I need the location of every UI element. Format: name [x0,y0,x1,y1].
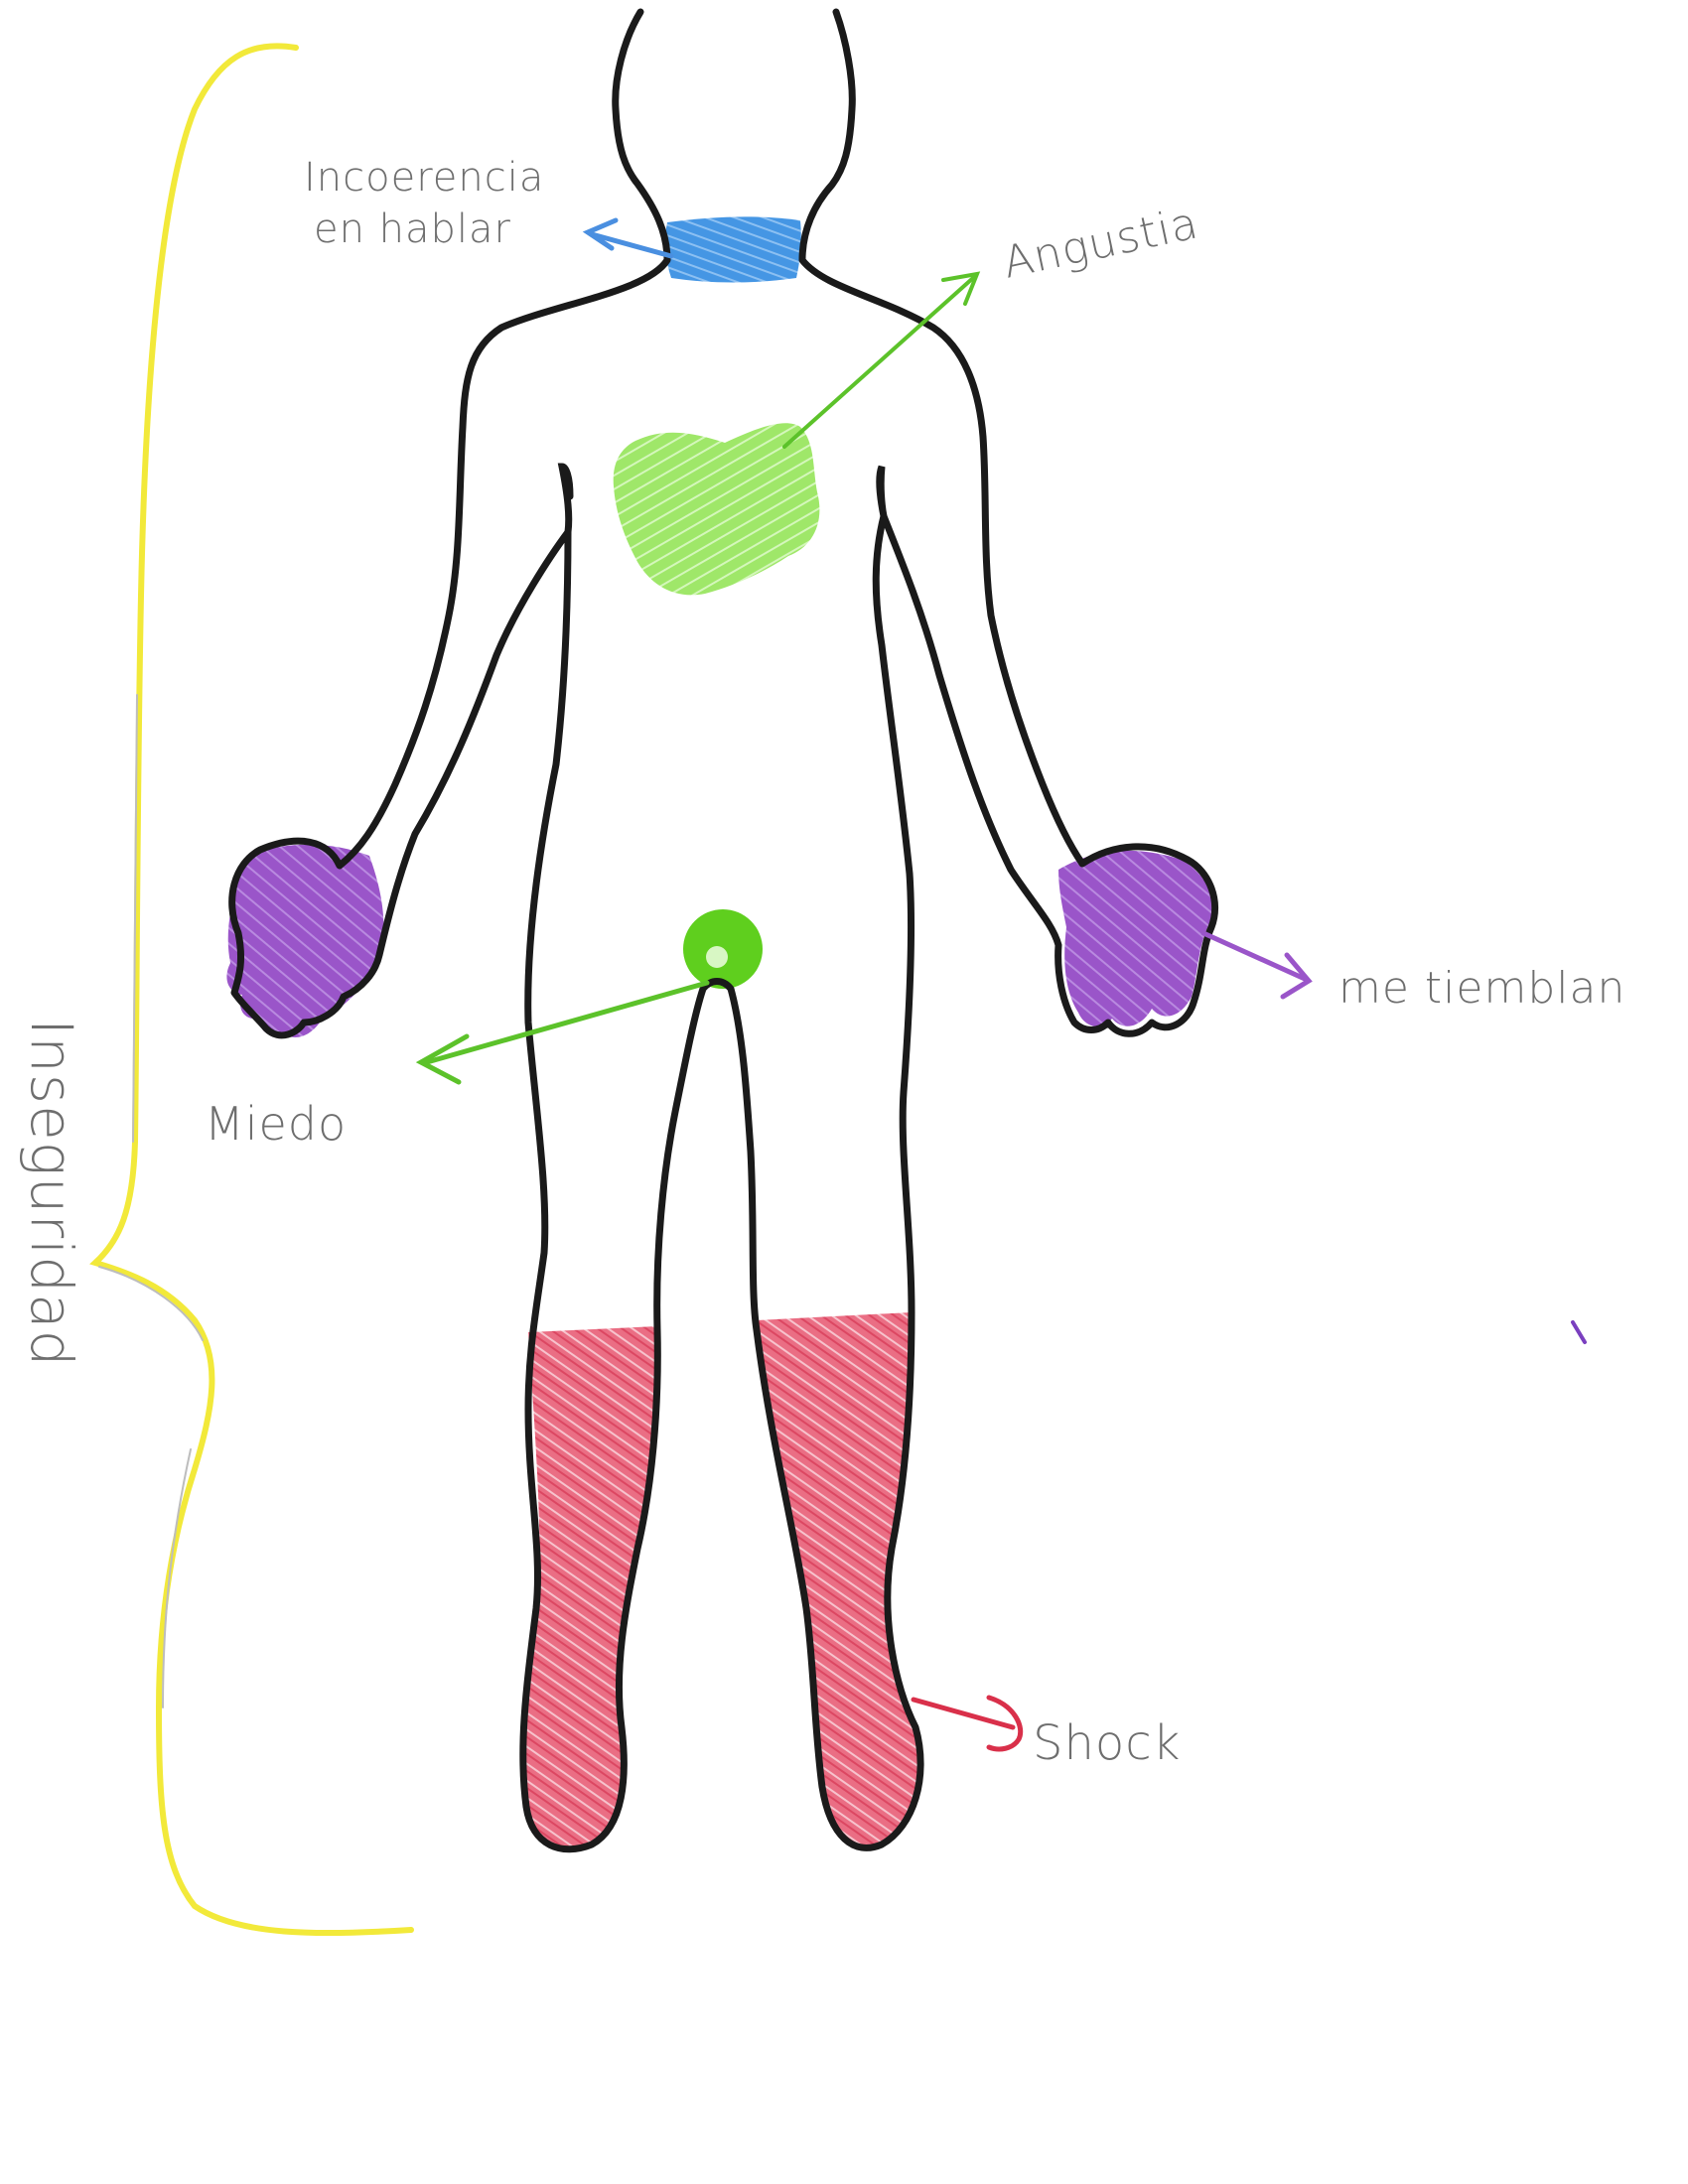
label-bracket: Inseguridad [18,1019,85,1367]
inseguridad-bracket-shadow [98,694,204,1708]
label-hands: me tiemblan [1338,963,1625,1014]
stray-mark [1571,1320,1587,1344]
left-arm-inner-line [557,463,574,536]
chest-fill [613,423,820,596]
body-outline [228,8,1218,1853]
label-chest: Angustia [999,198,1203,288]
right-arm-inner-line [876,465,888,520]
chest-arrow [782,271,981,449]
left-leg-fill [521,1326,658,1850]
right-hand-fill [1058,850,1213,1026]
throat-arrow [582,217,674,259]
inseguridad-bracket [89,43,414,1937]
groin-arrow [415,980,710,1085]
groin-center [706,946,728,968]
hand-arrow [1200,930,1313,1000]
label-throat-line1: Incoerencia [304,155,544,201]
throat-fill [664,216,801,283]
label-legs: Shock [1033,1715,1181,1771]
left-hand-fill [226,844,384,1037]
right-leg-fill [757,1312,921,1848]
label-groin: Miedo [205,1097,347,1151]
label-throat-line2: en hablar [314,206,511,252]
leg-arrow [911,1695,1024,1752]
